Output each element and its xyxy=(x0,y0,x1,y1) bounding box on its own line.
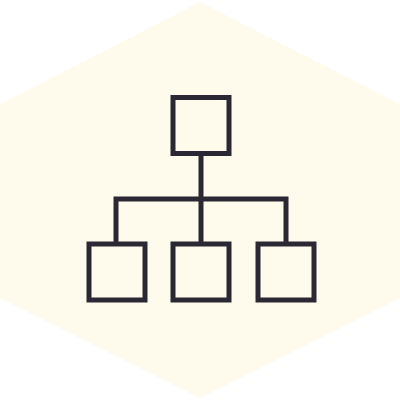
org-chart xyxy=(86,95,317,303)
middle-child-node-box xyxy=(170,241,232,303)
right-child-node-box xyxy=(255,241,317,303)
left-child-node-box xyxy=(86,241,148,303)
